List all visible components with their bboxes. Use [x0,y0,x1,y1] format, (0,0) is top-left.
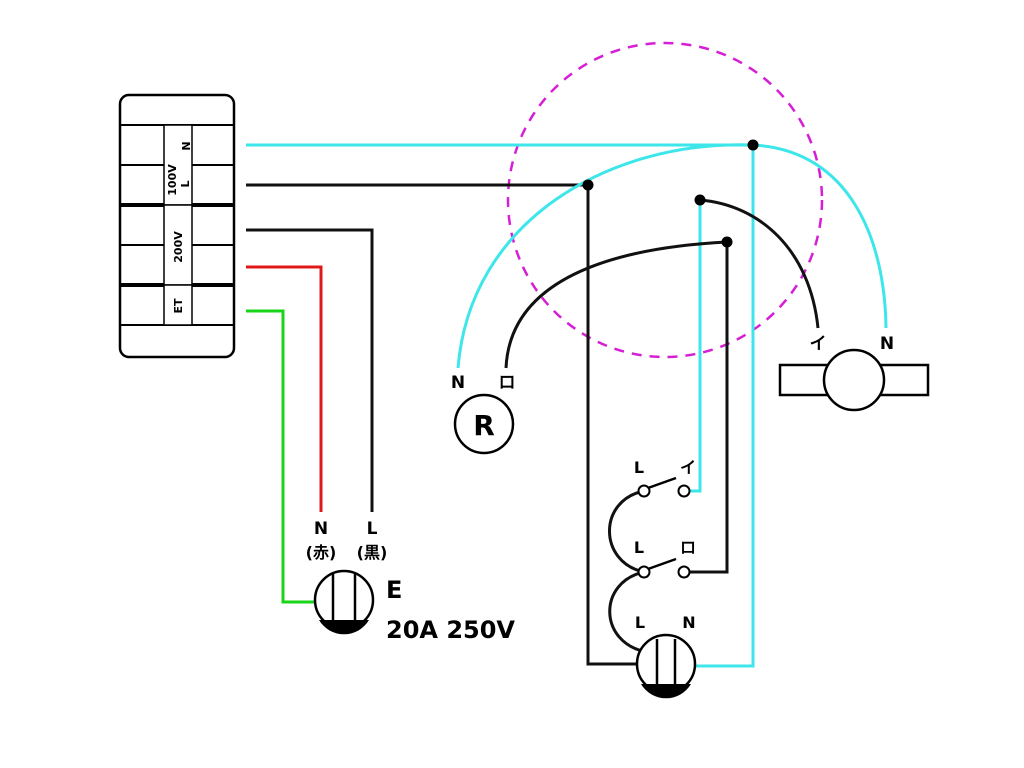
light-fixture-i-label: イ [810,334,827,354]
light-fixture-lamp [822,348,886,412]
wire-neutral-to-lamp [456,143,754,369]
switch-i-term-label: イ [680,458,696,477]
outlet-100v: L N [635,613,697,699]
wire-ro-to-lamp [504,240,728,369]
panel-label-200v: 200V [172,231,185,263]
wire-neutral-to-fixture [752,143,888,329]
outlet-200v-l-color: (黒) [357,543,388,562]
lamp-r-ro-label: ロ [499,373,516,393]
wire-neutral-to-outlet [693,145,755,668]
switch-i-terminal [677,484,691,498]
junction-dot-ro [721,236,733,248]
outlet-200v-l-label: L [367,519,378,539]
panel-label-et: ET [172,298,185,314]
light-fixture-n-label: N [880,334,894,354]
wire-line-to-outlet [586,185,638,666]
lamp-r-n-label: N [451,373,465,393]
outlet-200v-earth-mark [319,620,369,635]
junction-dot-neutral [747,139,759,151]
wire-switch-ro-return [684,242,729,574]
wire-jumper-upper [608,489,645,574]
outlet-200v-n-label: N [314,519,328,539]
outlet-100v-n-label: N [682,613,695,632]
pilot-lamp: R N ロ [451,373,516,455]
lamp-r-body [453,393,515,455]
junction-box-boundary [506,41,824,359]
switch-ro-term-label: ロ [680,538,696,557]
junction-dot-i [694,194,706,206]
lamp-r-symbol: R [473,409,495,442]
wire-200v-red [246,265,323,512]
wires [246,143,888,668]
outlet-200v-e-label: E [386,576,402,604]
wire-earth-green [246,309,316,604]
distribution-panel: 100V N L 200V ET [118,93,236,359]
switch-ro: L ロ [634,538,696,579]
outlet-100v-mark [641,684,691,699]
outlet-200v-rating: 20A 250V [386,616,515,644]
switch-ro-l-label: L [634,538,644,557]
switch-i: L イ [634,458,696,498]
wire-jumper-lower [608,570,647,654]
panel-label-l: L [179,180,192,187]
panel-label-100v: 100V [166,164,179,196]
wire-200v-black [246,228,374,512]
outlet-200v-n-color: (赤) [306,543,337,562]
switch-ro-lever [647,557,677,571]
switch-i-l-label: L [634,458,644,477]
light-fixture: イ N [778,334,930,412]
switch-ro-terminal [677,565,691,579]
outlet-100v-l-label: L [635,613,645,632]
switch-i-lever [647,476,677,490]
outlet-200v: N (赤) L (黒) E 20A 250V [306,519,516,644]
breaker-100v [163,124,193,206]
wire-i-to-fixture [699,198,820,329]
switch-i-terminal-l [637,484,651,498]
junction-dot-line [582,179,594,191]
terminal-et [163,284,193,326]
panel-label-n: N [180,141,193,150]
connection-points [582,139,759,248]
switch-ro-terminal-l [637,565,651,579]
